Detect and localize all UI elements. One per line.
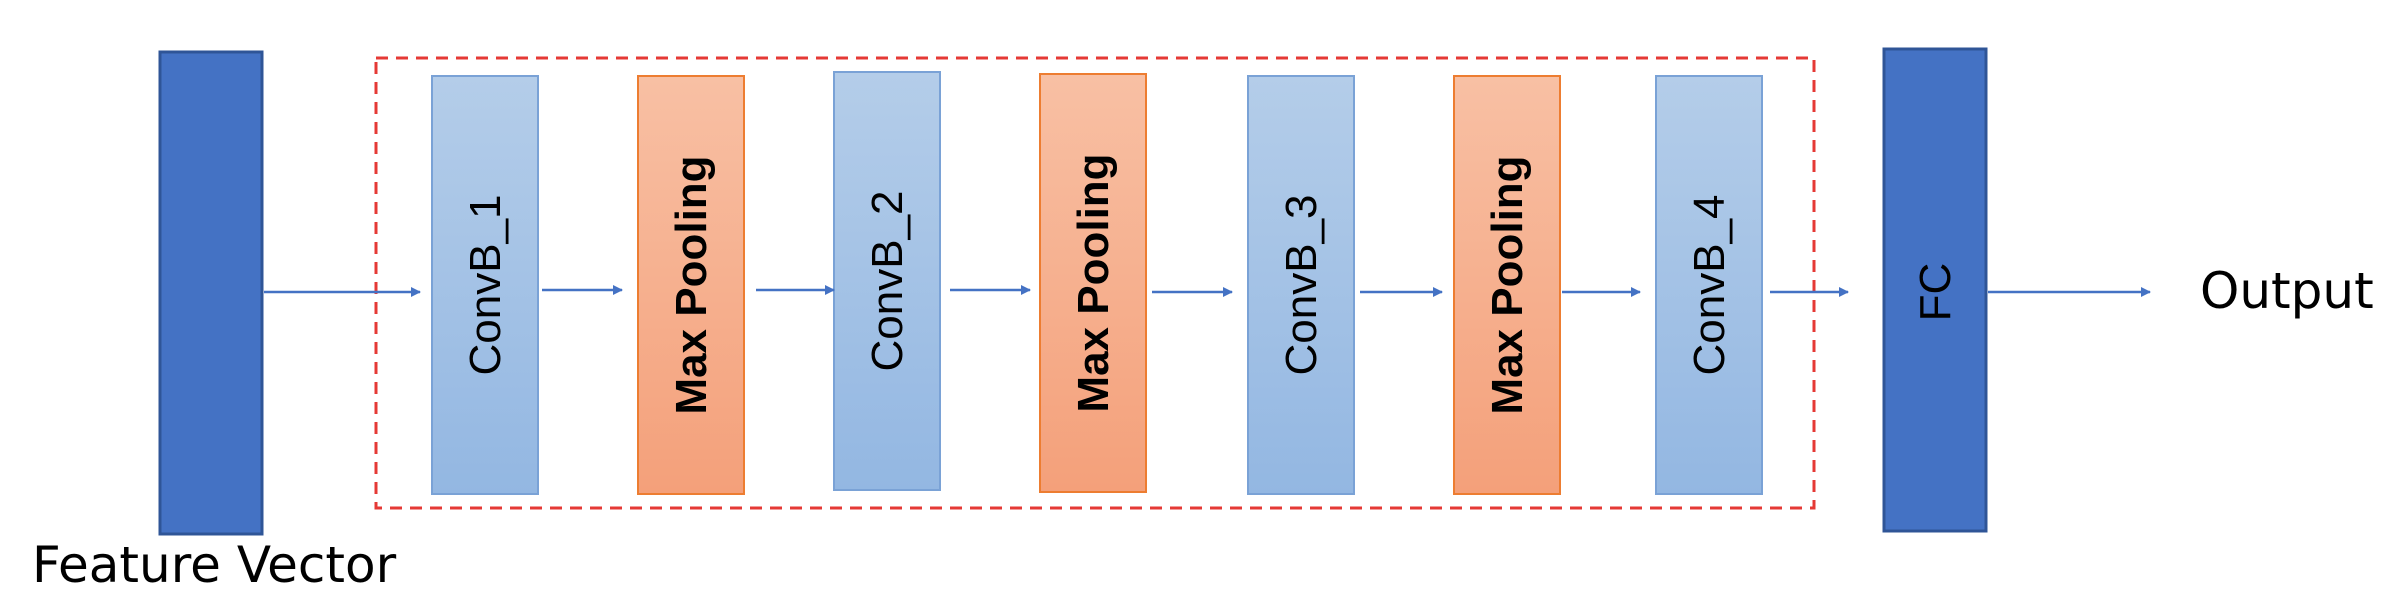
blocks-layer: ConvB_1 Max Pooling ConvB_2 Max Pooling Conv… xyxy=(431,71,1763,495)
output-label: Output xyxy=(2200,262,2374,320)
feature-vector-bar xyxy=(158,50,264,536)
conv-block-label-1: ConvB_1 xyxy=(461,194,510,375)
pool-block-4 xyxy=(1039,73,1147,493)
feature-vector-label: Feature Vector xyxy=(32,536,397,594)
conv-block-label-3: ConvB_2 xyxy=(863,190,912,371)
conv-group-dashed-border xyxy=(374,56,1816,510)
conv-block-3 xyxy=(833,71,941,491)
fc-label: FC xyxy=(1911,263,1960,322)
pool-block-label-6: Max Pooling xyxy=(1483,155,1532,414)
pool-block-label-2: Max Pooling xyxy=(667,155,716,414)
conv-block-7 xyxy=(1655,75,1763,495)
conv-block-1 xyxy=(431,75,539,495)
pool-block-6 xyxy=(1453,75,1561,495)
arrows-layer xyxy=(264,285,2151,297)
pool-block-label-4: Max Pooling xyxy=(1069,153,1118,412)
fc-bar xyxy=(1882,47,1988,533)
conv-block-label-5: ConvB_3 xyxy=(1277,194,1326,375)
conv-block-label-7: ConvB_4 xyxy=(1685,194,1734,375)
conv-block-5 xyxy=(1247,75,1355,495)
pool-block-2 xyxy=(637,75,745,495)
